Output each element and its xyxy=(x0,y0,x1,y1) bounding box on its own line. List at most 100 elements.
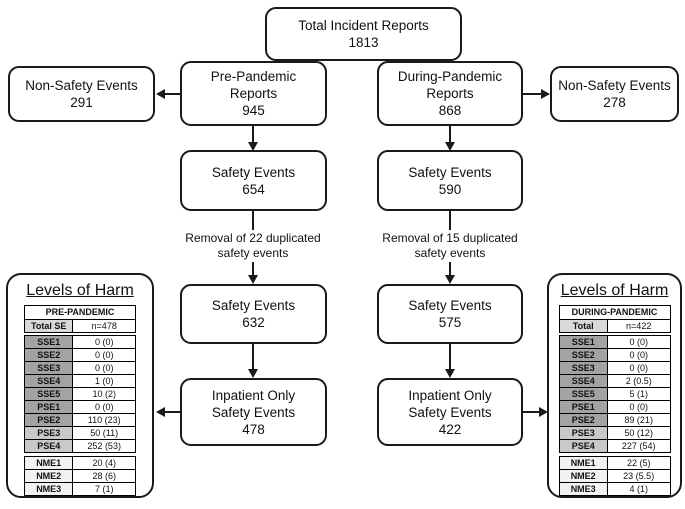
arrowhead-left xyxy=(156,89,165,99)
table-row-total: Total n=422 xyxy=(558,320,671,333)
box-value: 868 xyxy=(438,103,462,118)
row-label: SSE5 xyxy=(559,388,608,400)
row-value: 227 (54) xyxy=(607,440,670,452)
table-row: NME3 7 (1) xyxy=(24,483,136,496)
row-value: 0 (0) xyxy=(607,336,670,348)
table-row: SSE5 5 (1) xyxy=(558,388,671,401)
arrowhead-down xyxy=(248,369,258,378)
row-label: NME1 xyxy=(559,457,608,469)
row-label: SSE3 xyxy=(559,362,608,374)
table-header: DURING-PANDEMIC xyxy=(558,305,671,320)
row-value: 0 (0) xyxy=(73,362,135,374)
table-header: PRE-PANDEMIC xyxy=(24,305,136,320)
row-value: 50 (11) xyxy=(73,427,135,439)
table-row: PSE4 252 (53) xyxy=(24,440,136,453)
row-label: PSE3 xyxy=(25,427,74,439)
row-label: SSE1 xyxy=(559,336,608,348)
box-value: 945 xyxy=(242,103,265,118)
arrowhead-right xyxy=(541,89,550,99)
row-value: n=478 xyxy=(73,320,135,332)
inpatient-only-478-box: Inpatient Only Safety Events 478 xyxy=(180,378,327,446)
levels-of-harm-pre-panel: Levels of Harm PRE-PANDEMIC Total SE n=4… xyxy=(6,273,154,498)
table-row: NME3 4 (1) xyxy=(558,483,671,496)
table-row: SSE4 1 (0) xyxy=(24,375,136,388)
arrowhead-down xyxy=(445,369,455,378)
harm-rows: SSE1 0 (0) SSE2 0 (0) SSE3 0 (0) SS xyxy=(558,335,671,453)
row-label: NME3 xyxy=(559,483,608,495)
safety-events-590-box: Safety Events 590 xyxy=(377,150,523,211)
box-title: During-Pandemic Reports xyxy=(397,69,503,101)
during-pandemic-reports-box: During-Pandemic Reports 868 xyxy=(377,61,523,126)
row-label: SSE3 xyxy=(25,362,74,374)
connector-line xyxy=(523,93,542,95)
table-row: PSE3 50 (12) xyxy=(558,427,671,440)
connector-line xyxy=(449,211,451,230)
row-value: 0 (0) xyxy=(607,349,670,361)
inpatient-only-422-box: Inpatient Only Safety Events 422 xyxy=(377,378,523,446)
row-value: 50 (12) xyxy=(607,427,670,439)
table-row: PSE2 110 (23) xyxy=(24,414,136,427)
table-row: SSE1 0 (0) xyxy=(24,336,136,349)
row-value: 28 (6) xyxy=(73,470,135,482)
arrowhead-down xyxy=(445,142,455,151)
row-label: SSE1 xyxy=(25,336,74,348)
row-value: 1 (0) xyxy=(73,375,135,387)
table-row: SSE4 2 (0.5) xyxy=(558,375,671,388)
row-value: 0 (0) xyxy=(73,349,135,361)
non-safety-events-pre-box: Non-Safety Events 291 xyxy=(8,66,155,122)
table-row: PSE1 0 (0) xyxy=(24,401,136,414)
box-title: Non-Safety Events xyxy=(25,78,138,93)
box-title: Safety Events xyxy=(211,298,296,313)
connector-line xyxy=(449,344,451,370)
connector-line xyxy=(252,211,254,230)
row-label: PSE3 xyxy=(559,427,608,439)
row-label: NME1 xyxy=(25,457,74,469)
table-row: SSE2 0 (0) xyxy=(24,349,136,362)
box-title: Total Incident Reports xyxy=(298,18,429,33)
box-title: Inpatient Only Safety Events xyxy=(408,387,492,420)
box-value: 422 xyxy=(438,421,462,437)
table-row: SSE2 0 (0) xyxy=(558,349,671,362)
row-label: PSE4 xyxy=(559,440,608,452)
safety-events-654-box: Safety Events 654 xyxy=(180,150,327,211)
panel-title: Levels of Harm xyxy=(26,282,134,299)
row-value: 252 (53) xyxy=(73,440,135,452)
box-title: Pre-Pandemic Reports xyxy=(210,69,297,101)
harm-rows: SSE1 0 (0) SSE2 0 (0) SSE3 0 (0) SS xyxy=(24,335,136,453)
row-value: 7 (1) xyxy=(73,483,135,495)
row-label: PSE4 xyxy=(25,440,74,452)
row-label: Total SE xyxy=(25,320,74,332)
box-value: 590 xyxy=(438,181,462,197)
row-value: 110 (23) xyxy=(73,414,135,426)
row-label: SSE5 xyxy=(25,388,74,400)
table-row: SSE3 0 (0) xyxy=(24,362,136,375)
box-value: 632 xyxy=(242,315,265,330)
box-value: 575 xyxy=(438,315,462,330)
table-row: NME2 23 (5.5) xyxy=(558,470,671,483)
total-incident-reports-box: Total Incident Reports 1813 xyxy=(265,7,462,61)
levels-of-harm-during-panel: Levels of Harm DURING-PANDEMIC Total n=4… xyxy=(547,273,682,498)
row-value: 0 (0) xyxy=(73,401,135,413)
table-row: NME1 22 (5) xyxy=(558,457,671,470)
table-row: PSE3 50 (11) xyxy=(24,427,136,440)
row-label: SSE4 xyxy=(25,375,74,387)
non-safety-events-during-box: Non-Safety Events 278 xyxy=(550,66,679,122)
row-label: SSE2 xyxy=(559,349,608,361)
connector-line xyxy=(449,126,451,143)
row-value: 5 (1) xyxy=(607,388,670,400)
table-row: PSE2 89 (21) xyxy=(558,414,671,427)
harm-table-pre: PRE-PANDEMIC Total SE n=478 SSE1 0 (0) S… xyxy=(24,305,136,496)
box-value: 1813 xyxy=(348,35,379,50)
row-label: Total xyxy=(559,320,608,332)
arrowhead-right xyxy=(539,407,548,417)
removal-note-pre: Removal of 22 duplicated safety events xyxy=(174,231,332,261)
row-value: 2 (0.5) xyxy=(607,375,670,387)
connector-line xyxy=(252,262,254,276)
safety-events-632-box: Safety Events 632 xyxy=(180,284,327,344)
table-row: SSE3 0 (0) xyxy=(558,362,671,375)
harm-table-during: DURING-PANDEMIC Total n=422 SSE1 0 (0) S… xyxy=(558,305,671,496)
row-label: SSE2 xyxy=(25,349,74,361)
row-label: PSE2 xyxy=(559,414,608,426)
box-title: Safety Events xyxy=(211,164,296,180)
